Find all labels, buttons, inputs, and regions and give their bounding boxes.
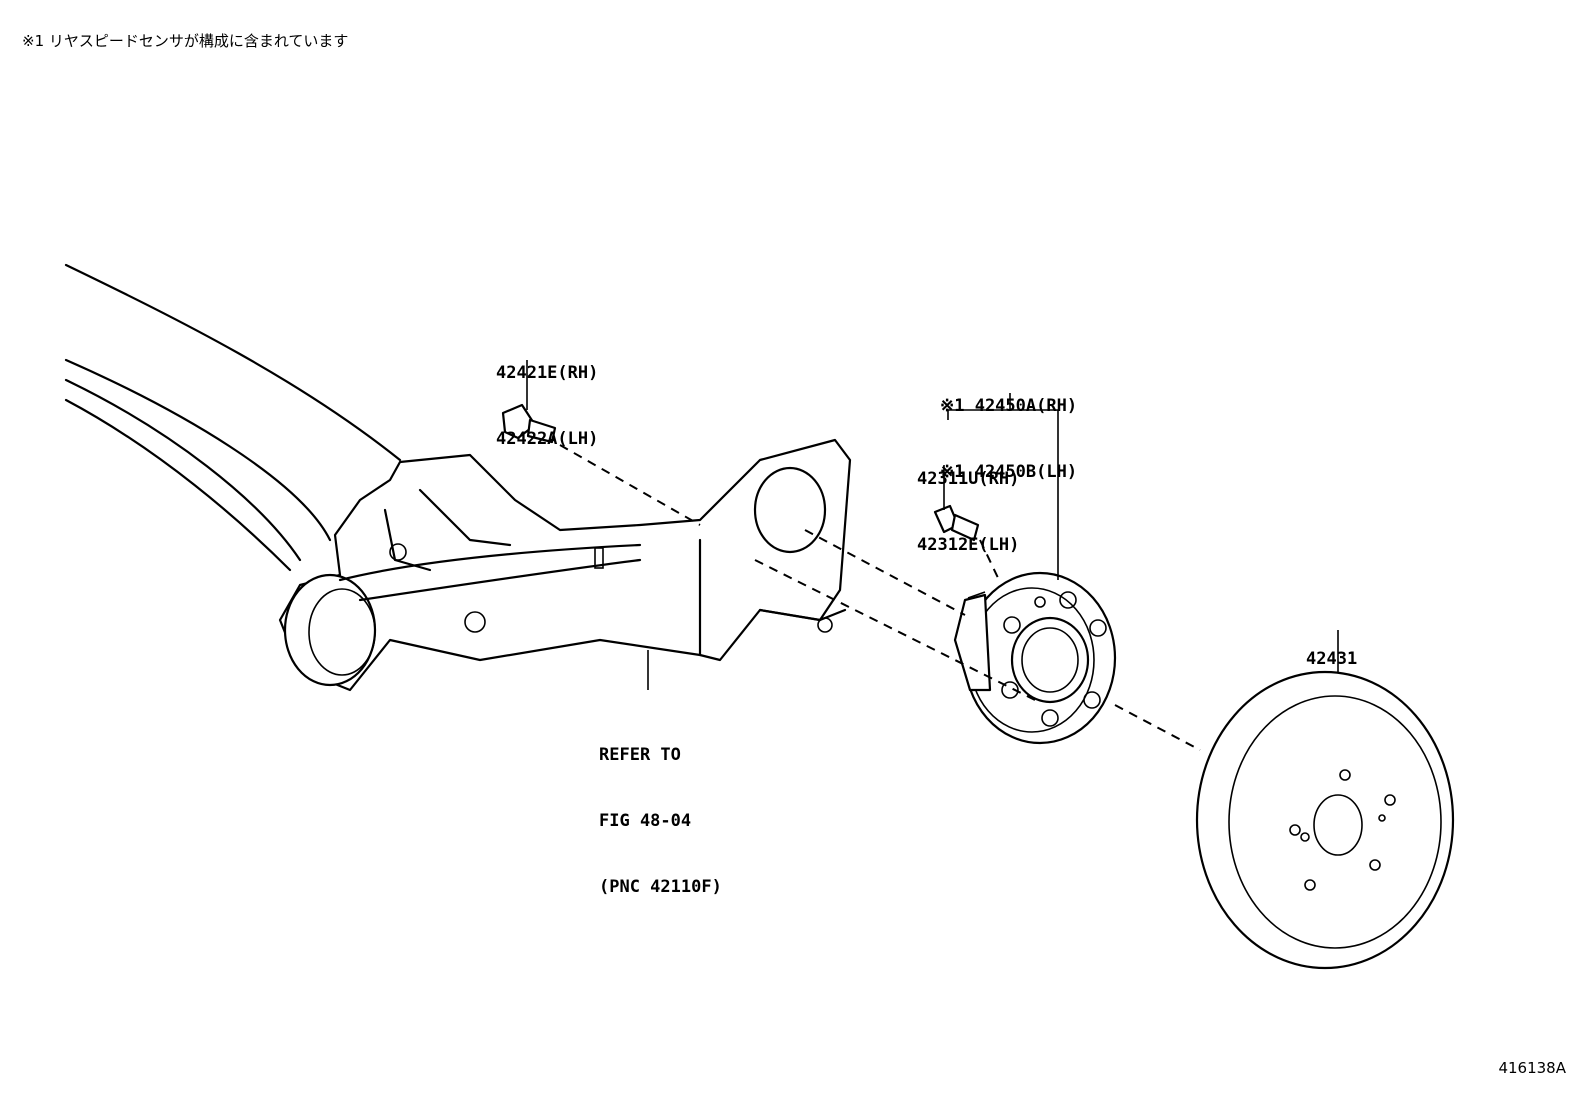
callout-line: (PNC 42110F) (599, 877, 722, 897)
brake-disc (1195, 670, 1455, 970)
callout-line: 42311U(RH) (917, 469, 1020, 489)
callout-line: ※1 42450A(RH) (940, 396, 1078, 416)
sensor-footnote: ※1 リヤスピードセンサが構成に含まれています (22, 32, 349, 50)
callout-line: REFER TO (599, 745, 681, 765)
stud-part-number: 42311U(RH) 42312E(LH) (917, 424, 1019, 578)
alignment-line (754, 559, 1036, 701)
hub-bolt (933, 504, 980, 542)
callout-line: ※1 42450B(LH) (940, 462, 1078, 482)
axle-hub-assembly (953, 571, 1117, 745)
alignment-line (979, 539, 1001, 583)
callout-line: 42312E(LH) (917, 535, 1020, 555)
alignment-line (559, 444, 701, 526)
axle-reference: REFER TO FIG 48-04 (PNC 42110F) (599, 700, 722, 920)
mounting-bolt (501, 403, 557, 444)
callout-line: FIG 48-04 (599, 811, 692, 831)
callout-line: 42431 (1306, 649, 1358, 669)
disc-part-number: 42431 (1306, 604, 1357, 692)
figure-id: 416138A (1498, 1059, 1566, 1077)
leader-line (947, 393, 1059, 580)
callout-line: 42422A(LH) (496, 429, 599, 449)
bolt-part-number: 42421E(RH) 42422A(LH) (496, 318, 598, 472)
hub-part-number: ※1 42450A(RH) ※1 42450B(LH) (940, 351, 1077, 505)
alignment-line (804, 529, 966, 616)
rear-axle-beam (64, 263, 852, 692)
callout-line: 42421E(RH) (496, 363, 599, 383)
alignment-line (1114, 704, 1201, 751)
